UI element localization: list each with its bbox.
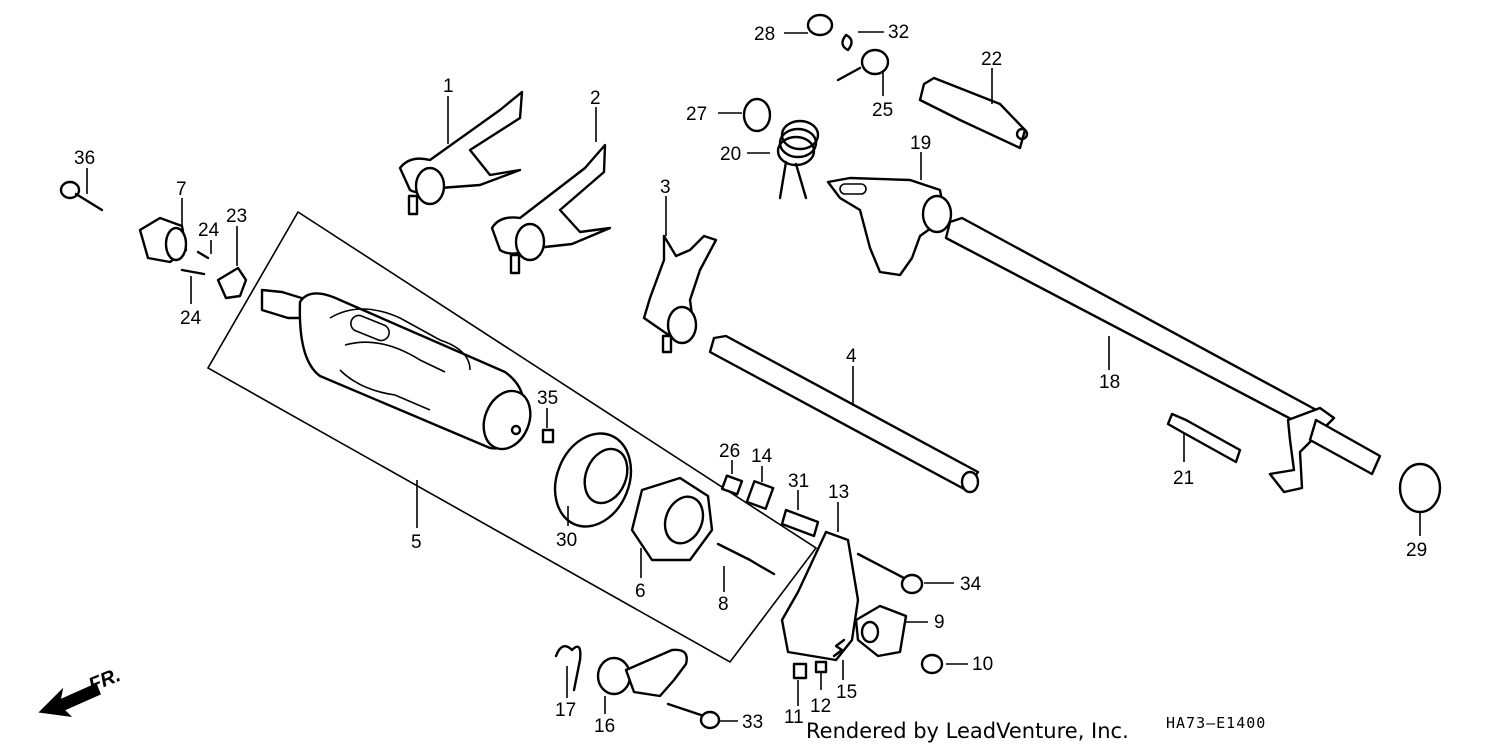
shift-arm-22 [918,76,1029,150]
callout-22: 22 [981,49,1002,70]
shift-fork-1 [398,90,524,216]
callout-7: 7 [176,179,187,200]
callout-18: 18 [1099,372,1120,393]
callout-24b: 24 [180,308,202,329]
callout-17: 17 [555,700,576,721]
stopper-arm-9 [854,604,908,658]
drum-bearing [553,432,633,528]
callout-8: 8 [718,594,729,615]
front-direction-arrow: FR. [38,664,124,718]
callout-36: 36 [74,148,95,169]
stud-21 [1166,412,1242,464]
gearshift-spindle [944,216,1382,494]
callout-34: 34 [960,574,982,595]
bolt-34 [856,552,924,595]
callout-9: 9 [934,612,945,633]
spring-20 [776,119,820,200]
callout-33: 33 [742,712,763,733]
stopper-plate-13 [780,530,860,662]
callout-21: 21 [1173,468,1194,489]
shift-fork-3 [642,234,718,354]
callout-19: 19 [910,133,931,154]
washer-27 [742,97,772,133]
pin-35 [541,428,555,444]
nut-10 [920,653,944,675]
callout-14: 14 [751,446,773,467]
callout-30: 30 [556,530,577,551]
callout-24a: 24 [198,220,220,241]
leader-lines [86,31,1421,722]
callout-16: 16 [594,716,615,737]
collar-14 [745,480,775,510]
washer-28 [806,13,834,37]
part-12 [814,660,828,674]
callout-1: 1 [443,76,454,97]
callout-31: 31 [788,471,809,492]
bolt-33 [666,702,721,730]
callout-28: 28 [754,24,775,45]
callout-2: 2 [590,88,601,109]
callout-10: 10 [972,654,993,675]
callout-35: 35 [537,388,558,409]
bolt-36 [59,180,104,212]
callout-25: 25 [872,100,893,121]
fork-shaft [708,334,980,494]
callout-6: 6 [635,581,646,602]
callout-32: 32 [888,22,909,43]
callout-5: 5 [411,532,422,553]
pin-24a [196,250,210,260]
cam-joint-7 [138,216,188,264]
drum-center [630,476,714,562]
callout-15: 15 [836,682,857,703]
callout-4: 4 [846,346,857,367]
render-credit: Rendered by LeadVenture, Inc. [806,719,1129,743]
spring-16 [596,648,688,698]
bolt-8 [716,542,776,576]
callout-23: 23 [226,206,247,227]
callout-12: 12 [810,696,831,717]
dowel-26 [720,474,744,496]
bearing-29 [1398,462,1442,514]
arrow-icon [38,682,101,718]
callout-29: 29 [1406,540,1427,561]
pin-31 [780,508,820,538]
drum-group-outline [206,210,818,664]
shift-drum [260,288,532,451]
part-11 [792,662,808,680]
callout-3: 3 [660,177,671,198]
drawing-code: HA73–E1400 [1166,714,1266,732]
callout-26: 26 [719,441,740,462]
callout-13: 13 [828,482,849,503]
spring-17 [554,644,582,692]
callout-27: 27 [686,104,707,125]
callout-11: 11 [784,707,804,728]
callout-20: 20 [720,144,741,165]
callout-labels: 1 2 3 4 5 6 7 8 9 10 11 12 13 14 15 16 1… [74,22,1427,737]
shift-fork-2 [490,143,612,275]
spring-15 [832,638,846,658]
spring-25 [836,48,890,82]
pin-24b [180,268,206,276]
plate-23 [216,266,248,300]
clip-32 [841,33,853,52]
direction-label: FR. [86,664,124,696]
gearshift-arm [826,176,953,277]
